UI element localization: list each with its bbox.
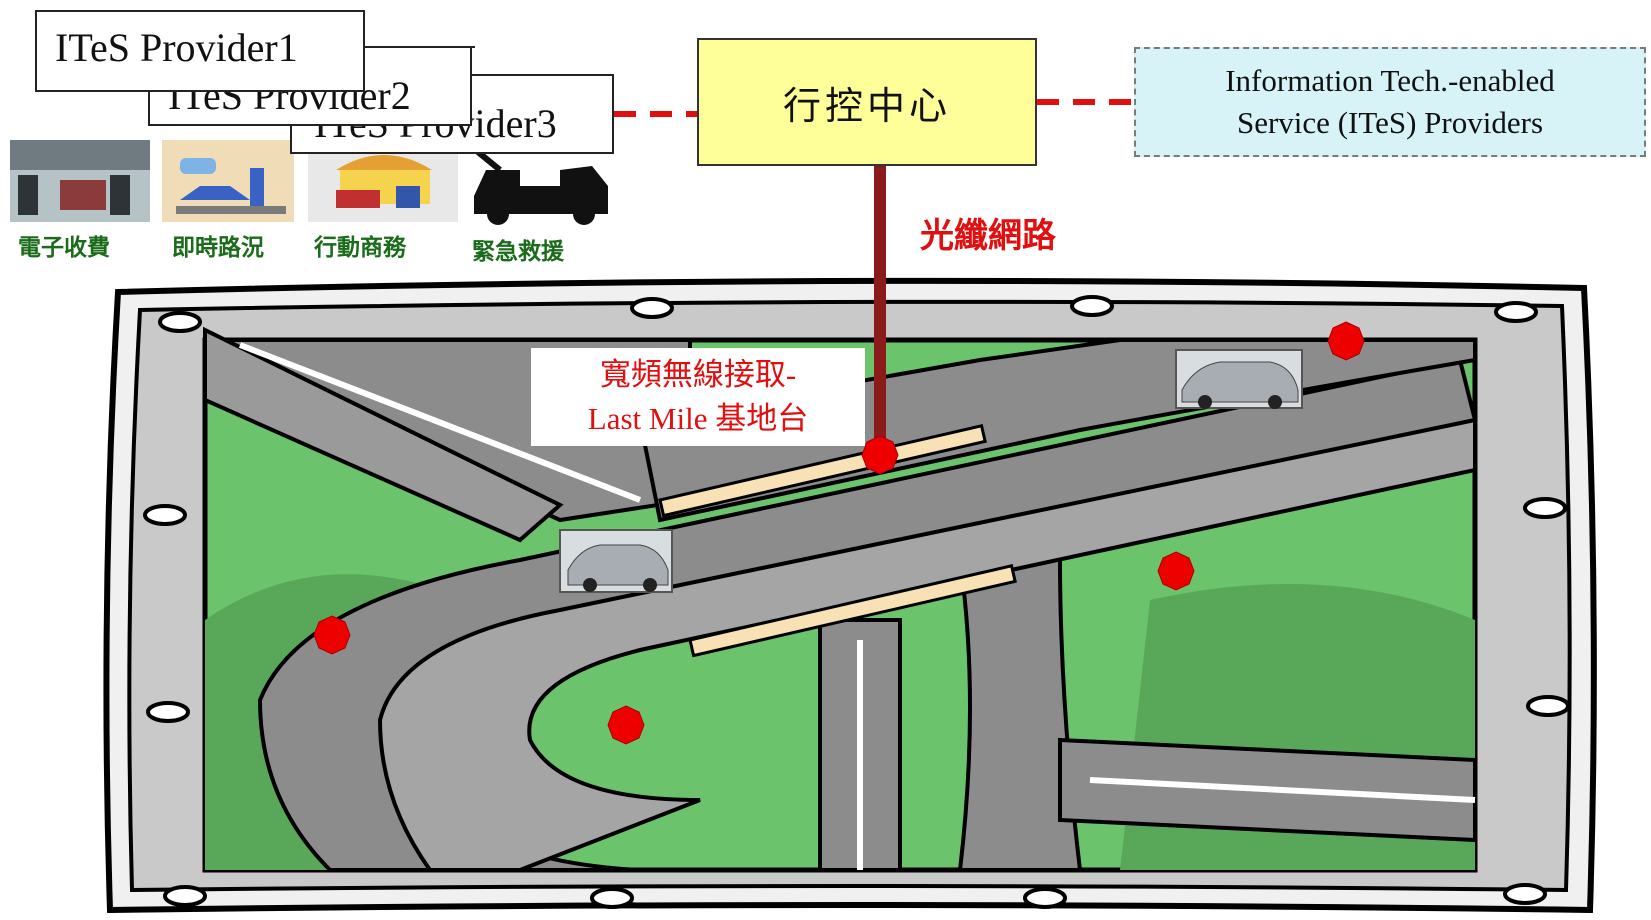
base-station-label-box: 寬頻無線接取- Last Mile 基地台 bbox=[531, 348, 865, 446]
base-station-node bbox=[1327, 321, 1365, 361]
control-center-box: 行控中心 bbox=[697, 38, 1037, 166]
base-station-node bbox=[861, 435, 899, 475]
provider-stack-edge bbox=[365, 46, 475, 48]
base-station-label-line1: 寬頻無線接取- bbox=[599, 357, 797, 392]
control-center-label: 行控中心 bbox=[782, 83, 951, 128]
ites-providers-box: Information Tech.-enabled Service (ITeS)… bbox=[1134, 47, 1646, 157]
service-label-commerce: 行動商務 bbox=[314, 235, 406, 261]
ites-provider-1-label: ITeS Provider1 bbox=[55, 25, 298, 70]
car-icon bbox=[1175, 349, 1303, 409]
service-label-traffic: 即時路況 bbox=[172, 235, 264, 261]
base-station-node bbox=[1157, 551, 1195, 591]
base-station-nodes bbox=[313, 321, 1365, 745]
tow-truck-icon bbox=[474, 149, 608, 225]
fiber-network-label: 光纖網路 bbox=[920, 216, 1056, 256]
base-station-node bbox=[313, 615, 351, 655]
ites-provider-1-box: ITeS Provider1 bbox=[35, 10, 365, 92]
base-station-node bbox=[607, 705, 645, 745]
base-station-label-line2: Last Mile 基地台 bbox=[587, 401, 809, 436]
frame-bolts bbox=[143, 295, 1570, 909]
car-icon bbox=[559, 529, 673, 593]
service-label-rescue: 緊急救援 bbox=[472, 239, 564, 265]
ites-providers-line2: Service (ITeS) Providers bbox=[1236, 105, 1544, 140]
toll-station-icon bbox=[10, 140, 150, 222]
service-label-toll: 電子收費 bbox=[18, 235, 110, 261]
traffic-info-icon bbox=[162, 140, 294, 222]
ites-providers-line1: Information Tech.-enabled bbox=[1225, 63, 1555, 98]
